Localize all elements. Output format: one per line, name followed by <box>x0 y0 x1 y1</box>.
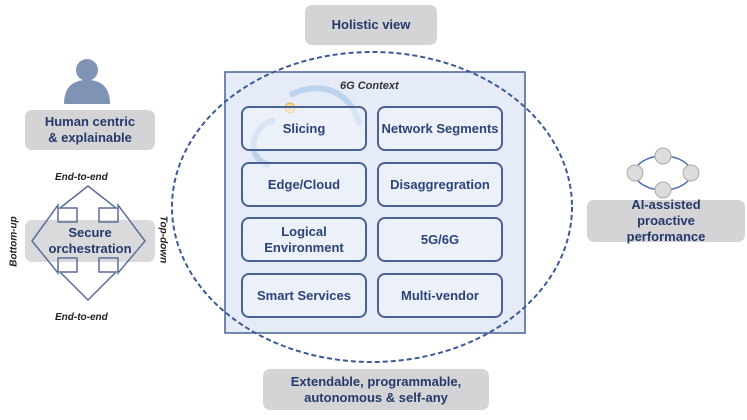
secure-orchestration-label: Secure orchestration <box>48 225 132 256</box>
cell-disaggregration: Disaggregration <box>377 162 503 207</box>
cell-network-segments: Network Segments <box>377 106 503 151</box>
end-to-end-bottom-label: End-to-end <box>55 312 108 323</box>
person-icon <box>64 59 110 104</box>
holistic-view-label: Holistic view <box>305 5 437 45</box>
cell-logical-environment: Logical Environment <box>241 217 367 262</box>
cell-5g-6g: 5G/6G <box>377 217 503 262</box>
context-title: 6G Context <box>340 80 399 92</box>
cell-edge-cloud: Edge/Cloud <box>241 162 367 207</box>
holistic-ellipse <box>171 51 573 363</box>
cell-multi-vendor: Multi-vendor <box>377 273 503 318</box>
extendable-label: Extendable, programmable, autonomous & s… <box>263 369 489 410</box>
end-to-end-top-label: End-to-end <box>55 172 108 183</box>
cell-slicing: Slicing <box>241 106 367 151</box>
four-way-arrow-icon <box>31 185 146 302</box>
ai-assisted-label: AI-assisted proactive performance <box>587 197 745 244</box>
ai-network-icon <box>626 147 700 199</box>
cell-smart-services: Smart Services <box>241 273 367 318</box>
human-centric-label: Human centric & explainable <box>25 110 155 150</box>
